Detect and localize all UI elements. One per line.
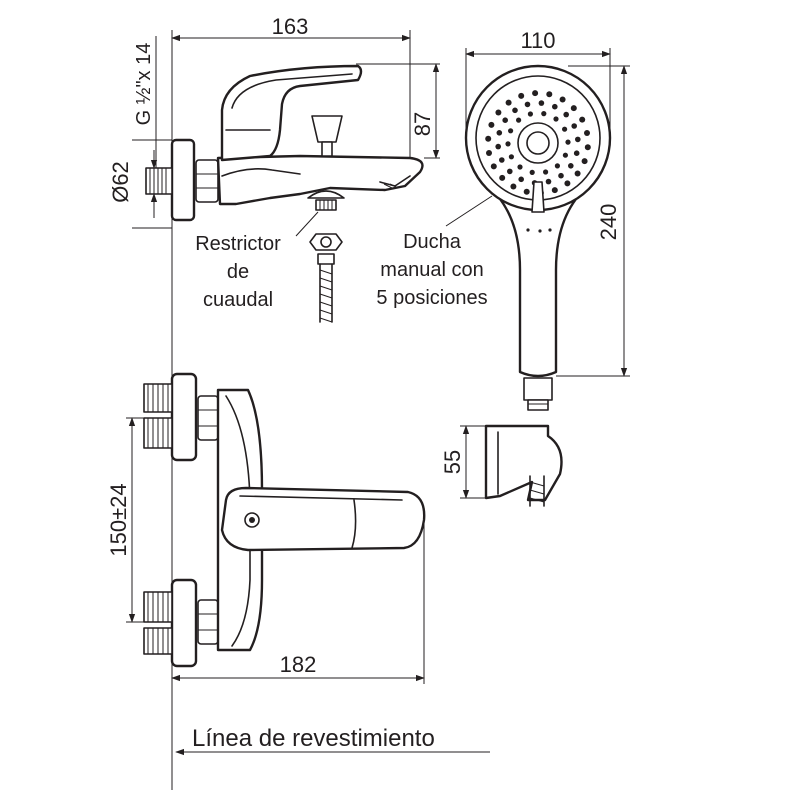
nozzle-dot [485,135,492,142]
nozzle-dot [510,183,517,190]
svg-text:Restrictor: Restrictor [195,233,281,255]
nozzle-dot [512,107,518,114]
nozzle-dot [562,126,568,132]
nozzle-dot [558,172,564,179]
nozzle-dot [523,188,530,195]
shower-mode-selector [531,181,545,213]
nozzle-dot [552,103,558,110]
nozzle-dot [502,117,509,123]
svg-text:G ½"x 14: G ½"x 14 [133,43,155,126]
nozzle-dot [562,152,569,158]
svg-text:240: 240 [596,204,621,241]
nozzle-dot [579,116,586,123]
nozzle-dot [565,139,571,145]
nozzle-dot [495,109,502,116]
svg-text:163: 163 [272,14,309,39]
svg-text:55: 55 [440,450,465,474]
nozzle-dot [527,111,534,117]
shower-connector [523,377,553,401]
nozzle-dot [571,123,577,129]
svg-text:de: de [227,261,249,283]
dim-diameter-62: Ø62 [108,139,172,229]
nozzle-dot [575,136,581,143]
nozzle-dot [517,164,523,170]
nozzle-dot [543,169,549,175]
nozzle-dot [538,100,545,106]
top-mixer-view [145,64,424,222]
nozzle-dot [516,117,522,123]
nozzle-dot [490,163,497,170]
nozzle-dot [532,90,539,97]
nozzle-dot [505,99,512,106]
nozzle-dot [554,163,561,169]
dim-110: 110 [465,28,611,134]
wall-line-label: Línea de revestimiento [192,725,435,752]
nozzle-dot [584,130,590,136]
nozzle-dot [568,163,574,169]
nozzle-dot [505,141,511,147]
nozzle-dot [581,158,588,165]
nozzle-dot [499,157,505,163]
dim-240: 240 [556,65,630,377]
svg-text:cuaudal: cuaudal [203,289,273,311]
hand-shower [464,64,612,411]
svg-text:150±24: 150±24 [106,483,131,556]
flow-restrictor-hose [309,233,343,323]
nozzle-dot [570,105,577,112]
shower-handle [486,184,590,378]
shower-nozzles [485,90,591,196]
nozzle-dot [508,128,514,134]
nozzle-dot [584,144,591,151]
top-spout-body [216,154,424,206]
nozzle-dot [508,154,514,160]
nozzle-dot [564,180,571,187]
restrictor-label: Restrictor de cuaudal [195,211,319,311]
svg-text:110: 110 [520,28,555,53]
svg-text:Ø62: Ø62 [108,161,133,203]
svg-text:182: 182 [280,652,317,677]
nozzle-dot [546,91,553,98]
nozzle-dot [486,150,492,156]
dim-87: 87 [356,63,440,159]
nozzle-dot [573,150,580,156]
svg-text:Ducha: Ducha [403,231,462,253]
nozzle-dot [499,174,506,181]
diverter-knob [311,115,343,157]
dim-182: 182 [171,520,425,684]
nozzle-dot [524,101,531,108]
dim-thread: G ½"x 14 [133,36,157,168]
dim-150: 150±24 [106,417,144,623]
nozzle-dot [518,176,524,183]
shower-label: Ducha manual con 5 posiciones [376,195,493,309]
nozzle-dot [541,111,547,117]
svg-text:manual con: manual con [380,259,483,281]
svg-text:5 posiciones: 5 posiciones [376,287,487,309]
nozzle-dot [563,111,569,118]
shower-holder [484,424,563,507]
nozzle-dot [495,143,502,150]
nozzle-dot [518,92,525,99]
bottom-outlet [307,190,345,199]
nozzle-dot [488,121,495,128]
nozzle-dot [496,130,503,136]
nozzle-dot [553,116,559,122]
top-wall-flange [170,138,196,222]
nozzle-dot [574,170,581,177]
nozzle-dot [545,178,552,185]
top-hex-nut [195,159,219,203]
nozzle-dot [559,96,566,103]
dim-163: 163 [171,14,411,158]
front-mixer-view [143,372,426,668]
svg-text:87: 87 [410,112,435,136]
nozzle-dot [507,168,513,175]
dim-55: 55 [440,425,486,499]
top-lever [220,64,363,162]
nozzle-dot [529,169,535,175]
nozzle-dot [551,187,558,194]
